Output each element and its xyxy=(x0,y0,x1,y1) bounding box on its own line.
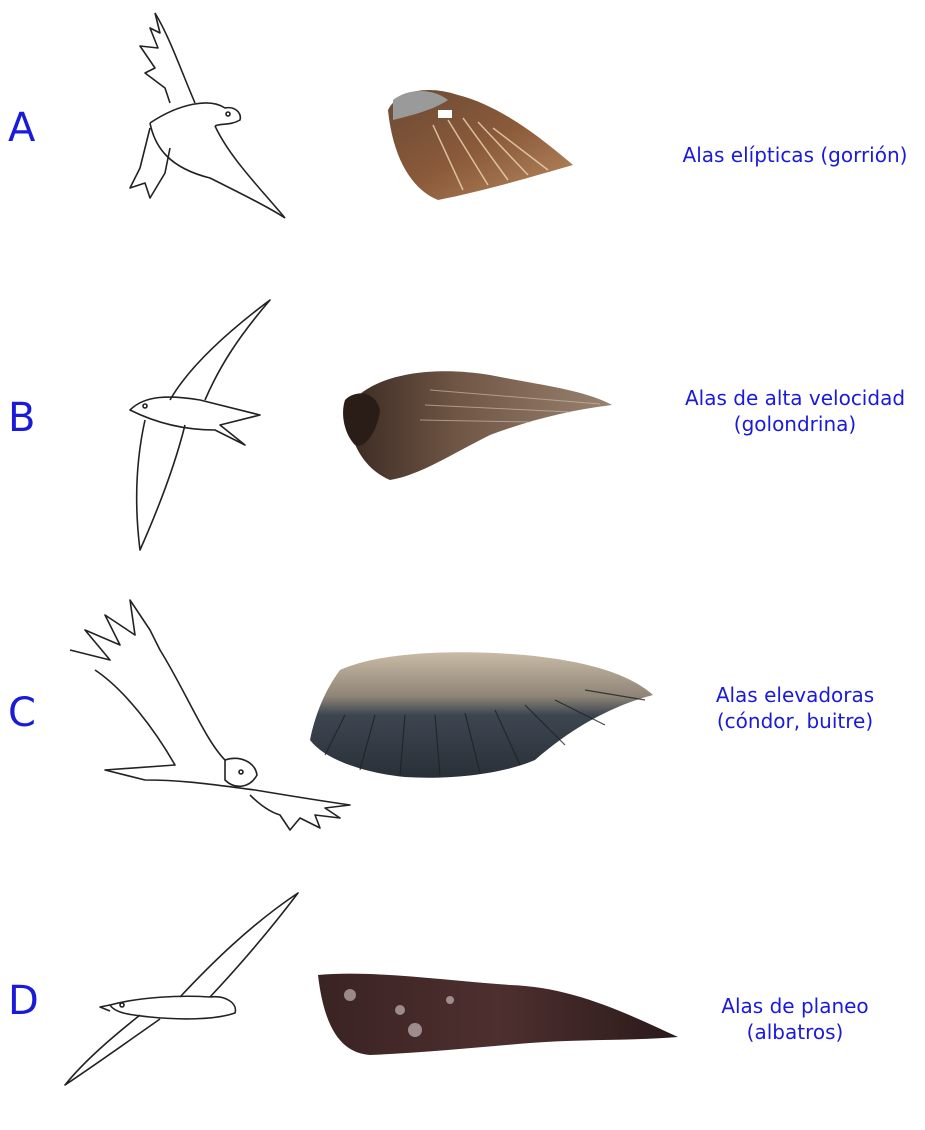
row-caption: Alas de alta velocidad (golondrina) xyxy=(665,385,925,437)
albatross-wing-icon xyxy=(310,965,680,1065)
caption-line-2: (golondrina) xyxy=(665,411,925,437)
swallow-wing-icon xyxy=(340,360,615,485)
sparrow-sketch-icon xyxy=(110,8,295,223)
row-caption: Alas elípticas (gorrión) xyxy=(665,142,925,168)
caption-line-2: (albatros) xyxy=(665,1019,925,1045)
caption-line-1: Alas de alta velocidad xyxy=(665,385,925,411)
row-letter: D xyxy=(8,978,39,1024)
row-letter: B xyxy=(8,395,35,441)
caption-line-2: (cóndor, buitre) xyxy=(665,708,925,734)
row-d: D Alas de planeo (albatros) xyxy=(0,870,925,1130)
row-letter: C xyxy=(8,690,36,736)
row-b: B Alas de alta velocidad (golondrina) xyxy=(0,290,925,550)
row-a: A Alas elíp xyxy=(0,0,925,260)
sparrow-wing-icon xyxy=(378,80,578,205)
condor-wing-icon xyxy=(305,645,655,785)
row-caption: Alas de planeo (albatros) xyxy=(665,993,925,1045)
caption-line-1: Alas elevadoras xyxy=(665,682,925,708)
row-letter: A xyxy=(8,105,35,151)
albatross-sketch-icon xyxy=(60,885,305,1090)
caption-line-1: Alas de planeo xyxy=(665,993,925,1019)
row-caption: Alas elevadoras (cóndor, buitre) xyxy=(665,682,925,734)
caption-line-1: Alas elípticas (gorrión) xyxy=(665,142,925,168)
row-c: C xyxy=(0,590,925,850)
swallow-sketch-icon xyxy=(120,295,280,560)
